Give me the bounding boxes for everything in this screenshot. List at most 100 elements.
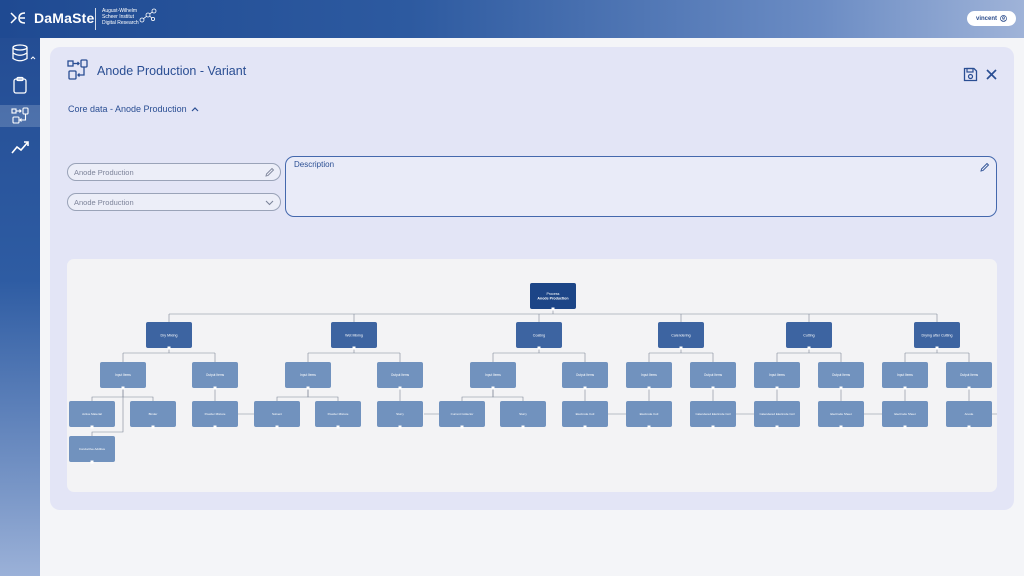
item-node-0-3-handle[interactable] (213, 425, 217, 429)
step-node-5-handle[interactable] (935, 346, 939, 350)
output-items-node-2-handle[interactable] (583, 386, 587, 390)
process-type-select[interactable]: Anode Production (67, 193, 281, 211)
step-node-4[interactable]: Cutting (786, 322, 832, 350)
item-node-1-1[interactable]: Powder Mixture (315, 401, 361, 429)
input-items-node-4[interactable]: Input Items (754, 362, 800, 390)
chevron-up-icon[interactable] (30, 55, 36, 61)
description-field[interactable]: Description (285, 156, 997, 217)
input-items-node-0[interactable]: Input Items (100, 362, 146, 390)
item-node-2-0-handle[interactable] (460, 425, 464, 429)
input-items-node-2[interactable]: Input Items (470, 362, 516, 390)
item-node-4-1-handle[interactable] (839, 425, 843, 429)
clipboard-icon (13, 76, 27, 94)
sidebar-item-database[interactable] (0, 42, 40, 64)
pencil-icon[interactable] (264, 167, 275, 178)
item-node-2-0[interactable]: Current Collector (439, 401, 485, 429)
item-node-1-1-handle[interactable] (336, 425, 340, 429)
output-items-node-1[interactable]: Output Items (377, 362, 423, 390)
sidebar-item-process[interactable] (0, 105, 40, 127)
item-node-1-0[interactable]: Solvent (254, 401, 300, 429)
output-items-node-2[interactable]: Output Items (562, 362, 608, 390)
step-node-0-handle[interactable] (167, 346, 171, 350)
input-items-node-1[interactable]: Input Items (285, 362, 331, 390)
item-node-0-2-handle[interactable] (90, 460, 94, 464)
sidebar-item-clipboard[interactable] (0, 74, 40, 96)
output-items-node-1-handle[interactable] (398, 386, 402, 390)
input-items-node-5-handle[interactable] (903, 386, 907, 390)
output-items-node-4[interactable]: Output Items (818, 362, 864, 390)
item-node-2-2-handle[interactable] (583, 425, 587, 429)
step-node-1[interactable]: Wet Mixing (331, 322, 377, 350)
connector-line (492, 388, 524, 401)
output-items-node-5-handle[interactable] (967, 386, 971, 390)
item-node-3-0[interactable]: Electrode Coil (626, 401, 672, 429)
output-items-node-5[interactable]: Output Items (946, 362, 992, 390)
item-node-2-2[interactable]: Electrode Coil (562, 401, 608, 429)
item-node-1-0-handle[interactable] (275, 425, 279, 429)
item-node-5-1-label: Anode (965, 412, 974, 416)
item-node-2-1[interactable]: Slurry (500, 401, 546, 429)
input-items-node-5-label: Input Items (897, 373, 913, 377)
input-items-node-4-handle[interactable] (775, 386, 779, 390)
item-node-0-1-handle[interactable] (151, 425, 155, 429)
output-items-node-0-handle[interactable] (213, 386, 217, 390)
item-node-0-3[interactable]: Powder Mixture (192, 401, 238, 429)
root-process-node-handle[interactable] (551, 307, 555, 311)
process-flow-icon (11, 107, 29, 124)
output-items-node-3[interactable]: Output Items (690, 362, 736, 390)
output-items-node-4-handle[interactable] (839, 386, 843, 390)
item-node-1-2-handle[interactable] (398, 425, 402, 429)
item-node-5-0-handle[interactable] (903, 425, 907, 429)
item-node-2-2-label: Electrode Coil (576, 412, 595, 416)
item-node-4-0[interactable]: Calendered Electrode Coil (754, 401, 800, 429)
input-items-node-0-handle[interactable] (121, 386, 125, 390)
step-node-4-handle[interactable] (807, 346, 811, 350)
user-menu-button[interactable]: vincent (967, 11, 1016, 26)
item-node-2-1-handle[interactable] (521, 425, 525, 429)
step-node-1-handle[interactable] (352, 346, 356, 350)
save-icon[interactable] (963, 67, 978, 82)
item-node-4-0-handle[interactable] (775, 425, 779, 429)
item-node-0-0[interactable]: Active Material (69, 401, 115, 429)
pencil-icon[interactable] (979, 162, 990, 173)
connector-line (461, 388, 494, 401)
item-node-3-1[interactable]: Calendered Electrode Coil (690, 401, 736, 429)
item-node-4-1[interactable]: Electrode Sheet (818, 401, 864, 429)
core-data-section-toggle[interactable]: Core data - Anode Production (68, 104, 199, 114)
input-items-node-2-handle[interactable] (491, 386, 495, 390)
item-node-1-2[interactable]: Slurry (377, 401, 423, 429)
item-node-3-1-handle[interactable] (711, 425, 715, 429)
item-node-0-3-box (192, 401, 238, 427)
app-brand[interactable]: DaMaSte (34, 10, 95, 26)
item-node-5-1[interactable]: Anode (946, 401, 992, 429)
step-node-5[interactable]: Drying after Cutting (914, 322, 960, 350)
item-node-4-0-box (754, 401, 800, 427)
item-node-0-0-handle[interactable] (90, 425, 94, 429)
item-node-0-1[interactable]: Binder (130, 401, 176, 429)
variant-name-field[interactable]: Anode Production (67, 163, 281, 181)
connector-line (123, 396, 154, 401)
item-node-5-0[interactable]: Electrode Sheet (882, 401, 928, 429)
process-type-value: Anode Production (74, 197, 134, 207)
step-node-0[interactable]: Dry Mixing (146, 322, 192, 350)
step-node-3-handle[interactable] (679, 346, 683, 350)
input-items-node-3-handle[interactable] (647, 386, 651, 390)
step-node-3[interactable]: Calendering (658, 322, 704, 350)
close-icon[interactable] (985, 68, 998, 81)
item-node-0-2[interactable]: Conductive Additive (69, 436, 115, 464)
output-items-node-0[interactable]: Output Items (192, 362, 238, 390)
item-node-0-0-label: Active Material (82, 412, 102, 416)
input-items-node-5[interactable]: Input Items (882, 362, 928, 390)
sidebar-item-analytics[interactable] (0, 136, 40, 158)
item-node-0-2-label: Conductive Additive (79, 447, 106, 451)
input-items-node-1-handle[interactable] (306, 386, 310, 390)
step-node-2-handle[interactable] (537, 346, 541, 350)
item-node-5-1-handle[interactable] (967, 425, 971, 429)
step-node-2[interactable]: Coating (516, 322, 562, 350)
output-items-node-3-handle[interactable] (711, 386, 715, 390)
item-node-3-0-handle[interactable] (647, 425, 651, 429)
input-items-node-3[interactable]: Input Items (626, 362, 672, 390)
